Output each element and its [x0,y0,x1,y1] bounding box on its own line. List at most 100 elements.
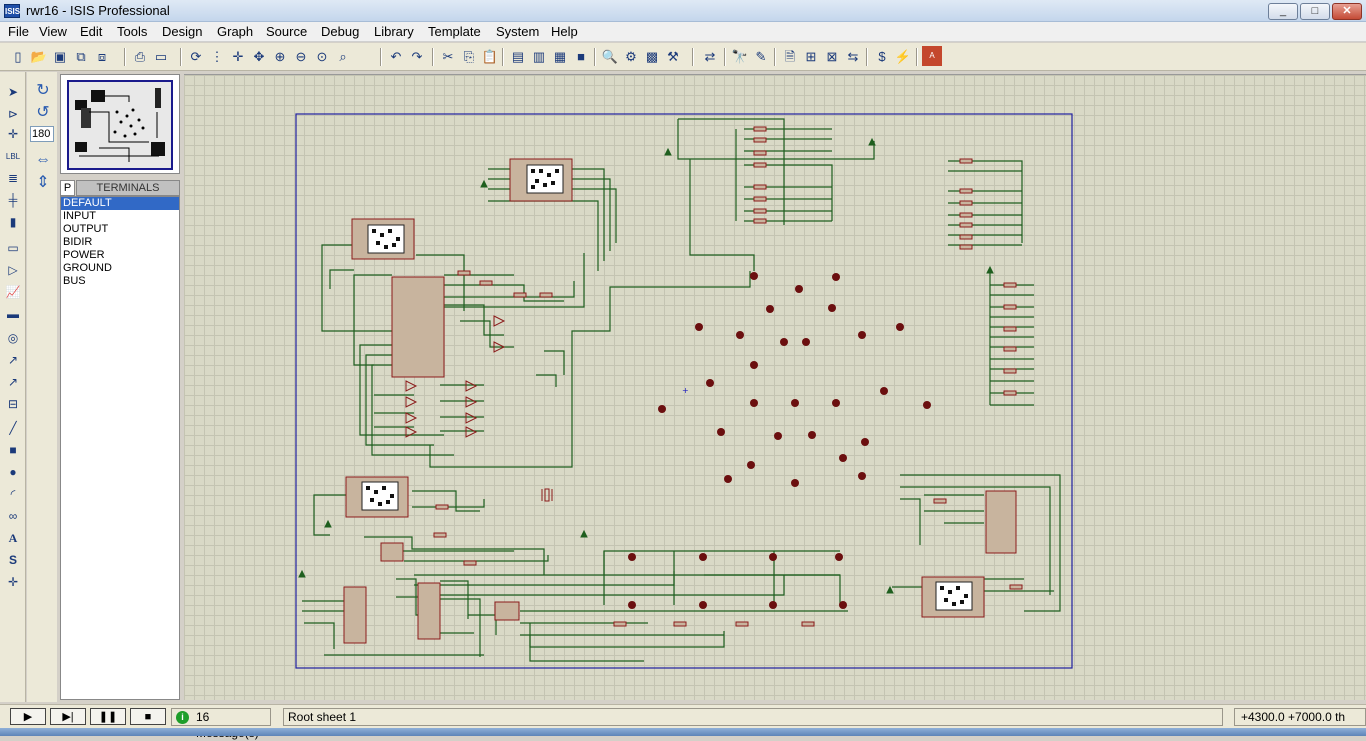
buses-mode-icon[interactable]: ╪ [8,193,18,207]
paste-icon[interactable]: 📋 [481,48,499,64]
exit-to-parent-icon[interactable]: ⇆ [847,48,859,64]
voltage-probe-icon[interactable]: ↗ [7,353,19,367]
block-delete-icon[interactable]: ■ [577,48,585,64]
rotation-angle-field[interactable]: 180 [30,126,54,142]
property-assignment-icon[interactable]: ✎ [755,48,767,64]
menu-system[interactable]: System [496,24,540,39]
path-tool-icon[interactable]: ∞ [8,509,18,523]
grid-icon[interactable]: ⋮ [210,48,224,64]
terminal-item[interactable]: OUTPUT [63,223,109,235]
generator-mode-icon[interactable]: ◎ [7,331,19,345]
toolbar-divider [502,48,503,66]
stop-button[interactable]: ■ [130,708,166,725]
menu-source[interactable]: Source [266,24,308,39]
menu-view[interactable]: View [39,24,67,39]
ares-netlist-icon[interactable]: A [922,46,942,66]
pick-devices-button[interactable]: P [60,180,75,196]
new-file-icon[interactable]: ▯ [14,48,22,64]
wire-label-icon[interactable]: LBL [5,151,21,161]
object-selector-list[interactable]: DEFAULT INPUT OUTPUT BIDIR POWER GROUND … [60,196,180,700]
text-script-icon[interactable]: ≣ [7,171,19,185]
overview-window[interactable] [60,74,180,174]
tape-recorder-icon[interactable]: ▬ [7,307,19,321]
undo-icon[interactable]: ↶ [390,48,402,64]
export-icon[interactable]: ⧈ [97,48,107,64]
pause-button[interactable]: ❚❚ [90,708,126,725]
terminal-item[interactable]: INPUT [63,210,96,222]
menu-tools[interactable]: Tools [117,24,148,39]
terminal-item[interactable]: POWER [63,249,105,261]
graph-mode-icon[interactable]: 📈 [5,285,21,299]
maximize-button[interactable]: □ [1300,3,1330,20]
message-count[interactable]: i 16 Message(s) [171,708,271,740]
current-probe-icon[interactable]: ↗ [7,375,19,389]
open-folder-icon[interactable]: 📂 [30,48,48,64]
save-icon[interactable]: ▣ [53,48,67,64]
symbol-tool-icon[interactable]: S [8,553,17,567]
zoom-all-icon[interactable]: ⊙ [316,48,328,64]
wire-autorouter-icon[interactable]: ⇄ [704,48,716,64]
minimize-button[interactable]: _ [1268,3,1298,20]
marker-tool-icon[interactable]: ✛ [7,575,19,589]
overview-thumbnail[interactable] [67,80,173,170]
toolbar-divider [124,48,125,66]
zoom-in-icon[interactable]: ⊕ [274,48,286,64]
menu-edit[interactable]: Edit [80,24,103,39]
close-button[interactable]: ✕ [1332,3,1362,20]
print-icon[interactable]: ⎙ [134,48,146,64]
rotate-clockwise-icon[interactable]: ↻ [36,82,50,99]
import-icon[interactable]: ⧉ [76,48,86,64]
terminal-item[interactable]: BUS [63,275,86,287]
bill-of-materials-icon[interactable]: $ [878,48,886,64]
pick-device-icon[interactable]: 🔍 [601,48,619,64]
circle-tool-icon[interactable]: ● [9,465,17,479]
packaging-tool-icon[interactable]: ▩ [645,48,659,64]
mirror-vertical-icon[interactable]: ⇕ [36,174,50,191]
new-sheet-icon[interactable]: 🗎 [784,48,796,64]
terminal-item[interactable]: GROUND [63,262,112,274]
line-tool-icon[interactable]: ╱ [9,421,17,435]
zoom-out-icon[interactable]: ⊖ [295,48,307,64]
menu-graph[interactable]: Graph [217,24,254,39]
menu-template[interactable]: Template [428,24,481,39]
device-pins-icon[interactable]: ▷ [8,263,18,277]
terminal-item[interactable]: DEFAULT [61,197,179,210]
step-button[interactable]: ▶| [50,708,86,725]
box-tool-icon[interactable]: ■ [9,443,17,457]
redo-icon[interactable]: ↷ [411,48,423,64]
menu-design[interactable]: Design [162,24,203,39]
selection-mode-icon[interactable]: ➤ [7,85,19,99]
pan-icon[interactable]: ✥ [253,48,265,64]
cut-icon[interactable]: ✂ [442,48,454,64]
text-tool-icon[interactable]: A [8,530,18,545]
menu-debug[interactable]: Debug [321,24,360,39]
arc-tool-icon[interactable]: ◜ [10,487,16,501]
copy-icon[interactable]: ⎘ [463,48,475,64]
search-tag-icon[interactable]: 🔭 [731,48,749,64]
block-rotate-icon[interactable]: ▦ [553,48,567,64]
make-device-icon[interactable]: ⚙ [625,48,637,64]
virtual-instruments-icon[interactable]: ⊟ [7,397,19,411]
component-mode-icon[interactable]: ⊳ [7,107,19,121]
terminal-item[interactable]: BIDIR [63,236,93,248]
menu-library[interactable]: Library [374,24,414,39]
remove-sheet-icon[interactable]: ⊠ [826,48,838,64]
terminals-mode-icon[interactable]: ▭ [7,241,19,255]
redraw-icon[interactable]: ⟳ [190,48,202,64]
electrical-check-icon[interactable]: ⚡ [894,48,912,64]
mirror-horizontal-icon[interactable]: ⇔ [35,151,51,168]
junction-dot-icon[interactable]: ✛ [7,127,19,141]
play-button[interactable]: ▶ [10,708,46,725]
menu-file[interactable]: File [8,24,29,39]
rotate-anticlockwise-icon[interactable]: ↺ [36,104,50,121]
schematic-editing-window[interactable]: + [184,74,1366,700]
menu-help[interactable]: Help [551,24,578,39]
block-copy-icon[interactable]: ▤ [511,48,525,64]
subcircuit-mode-icon[interactable]: ▮ [9,215,17,229]
decompose-icon[interactable]: ⚒ [667,48,679,64]
print-area-icon[interactable]: ▭ [154,48,168,64]
zoom-area-icon[interactable]: ⌕ [339,48,347,64]
origin-icon[interactable]: ✛ [232,48,244,64]
block-move-icon[interactable]: ▥ [532,48,546,64]
add-sheet-icon[interactable]: ⊞ [805,48,817,64]
